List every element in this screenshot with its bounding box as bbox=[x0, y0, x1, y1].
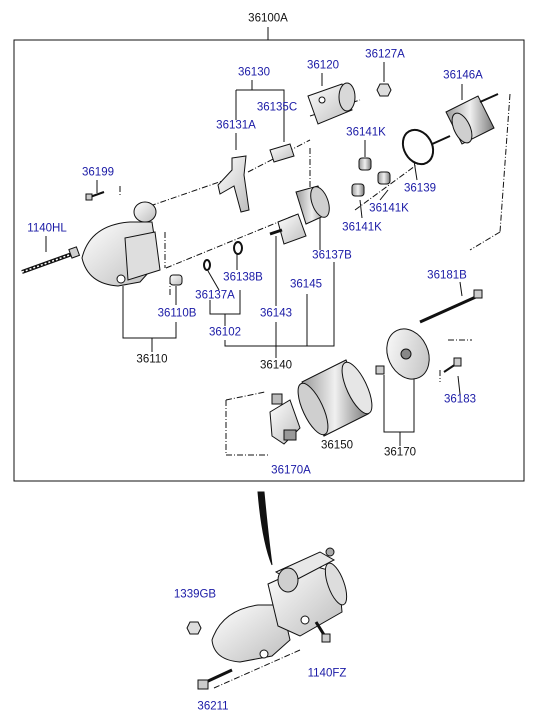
part-number-label: 36170 bbox=[384, 446, 416, 459]
bolt-1140fz-part bbox=[314, 621, 331, 643]
assembly-frame bbox=[13, 39, 525, 482]
part-number-label: 36145 bbox=[290, 278, 322, 291]
part-number-label: 36140 bbox=[260, 359, 292, 372]
armature-part bbox=[429, 93, 499, 146]
assembled-starter-part bbox=[211, 547, 348, 663]
part-number-label: 36141K bbox=[369, 202, 409, 215]
part-number-label: 36170A bbox=[271, 464, 311, 477]
assembly-arrow bbox=[257, 491, 273, 566]
part-number-label: 36181B bbox=[427, 269, 467, 282]
part-number-label: 36131A bbox=[216, 119, 256, 132]
front-housing-part bbox=[81, 201, 161, 287]
part-number-label: 36199 bbox=[82, 166, 114, 179]
part-number-label: 36143 bbox=[260, 307, 292, 320]
bushing-part bbox=[169, 274, 183, 286]
small-screw-part bbox=[85, 191, 105, 201]
long-bolt-part bbox=[21, 246, 81, 274]
plunger-part bbox=[269, 143, 295, 163]
part-number-label: 36130 bbox=[238, 66, 270, 79]
part-number-label: 36127A bbox=[365, 48, 405, 61]
ring-36139-part bbox=[401, 128, 435, 166]
washer-part bbox=[233, 241, 243, 255]
planet-gear-part bbox=[351, 157, 391, 197]
part-number-label: 36150 bbox=[321, 439, 353, 452]
part-number-label: 1339GB bbox=[173, 588, 217, 601]
yoke-part bbox=[297, 359, 373, 437]
part-number-label: 36120 bbox=[307, 59, 339, 72]
part-number-label: 36141K bbox=[346, 126, 386, 139]
clip-part bbox=[203, 259, 211, 271]
solenoid-part bbox=[307, 82, 356, 125]
nut-36127a-part bbox=[376, 83, 392, 97]
bolt-36211-part bbox=[197, 668, 233, 690]
part-number-label: 36137B bbox=[312, 249, 352, 262]
part-number-label: 36139 bbox=[404, 182, 436, 195]
part-number-label: 36102 bbox=[209, 326, 241, 339]
part-number-label: 36138B bbox=[223, 271, 263, 284]
part-number-label: 36141K bbox=[342, 221, 382, 234]
part-number-label: 36137A bbox=[195, 289, 235, 302]
part-number-label: 36211 bbox=[197, 700, 229, 713]
brush-holder-part bbox=[269, 393, 301, 445]
part-number-label: 36146A bbox=[443, 69, 483, 82]
part-number-label: 1140HL bbox=[27, 222, 67, 235]
part-number-label: 36183 bbox=[444, 393, 476, 406]
through-bolt-part bbox=[419, 289, 483, 324]
part-number-label: 36110 bbox=[136, 353, 168, 366]
screw-36183-part bbox=[443, 357, 462, 373]
assembly-number-label: 36100A bbox=[248, 12, 288, 25]
nut-1339gb-part bbox=[186, 621, 202, 635]
part-number-label: 36135C bbox=[256, 101, 298, 114]
part-number-label: 36110B bbox=[157, 307, 197, 320]
pinion-gear-assy-part bbox=[269, 185, 330, 245]
part-number-label: 1140FZ bbox=[307, 667, 347, 680]
end-frame-part bbox=[375, 328, 430, 380]
shift-lever-part bbox=[217, 155, 250, 213]
